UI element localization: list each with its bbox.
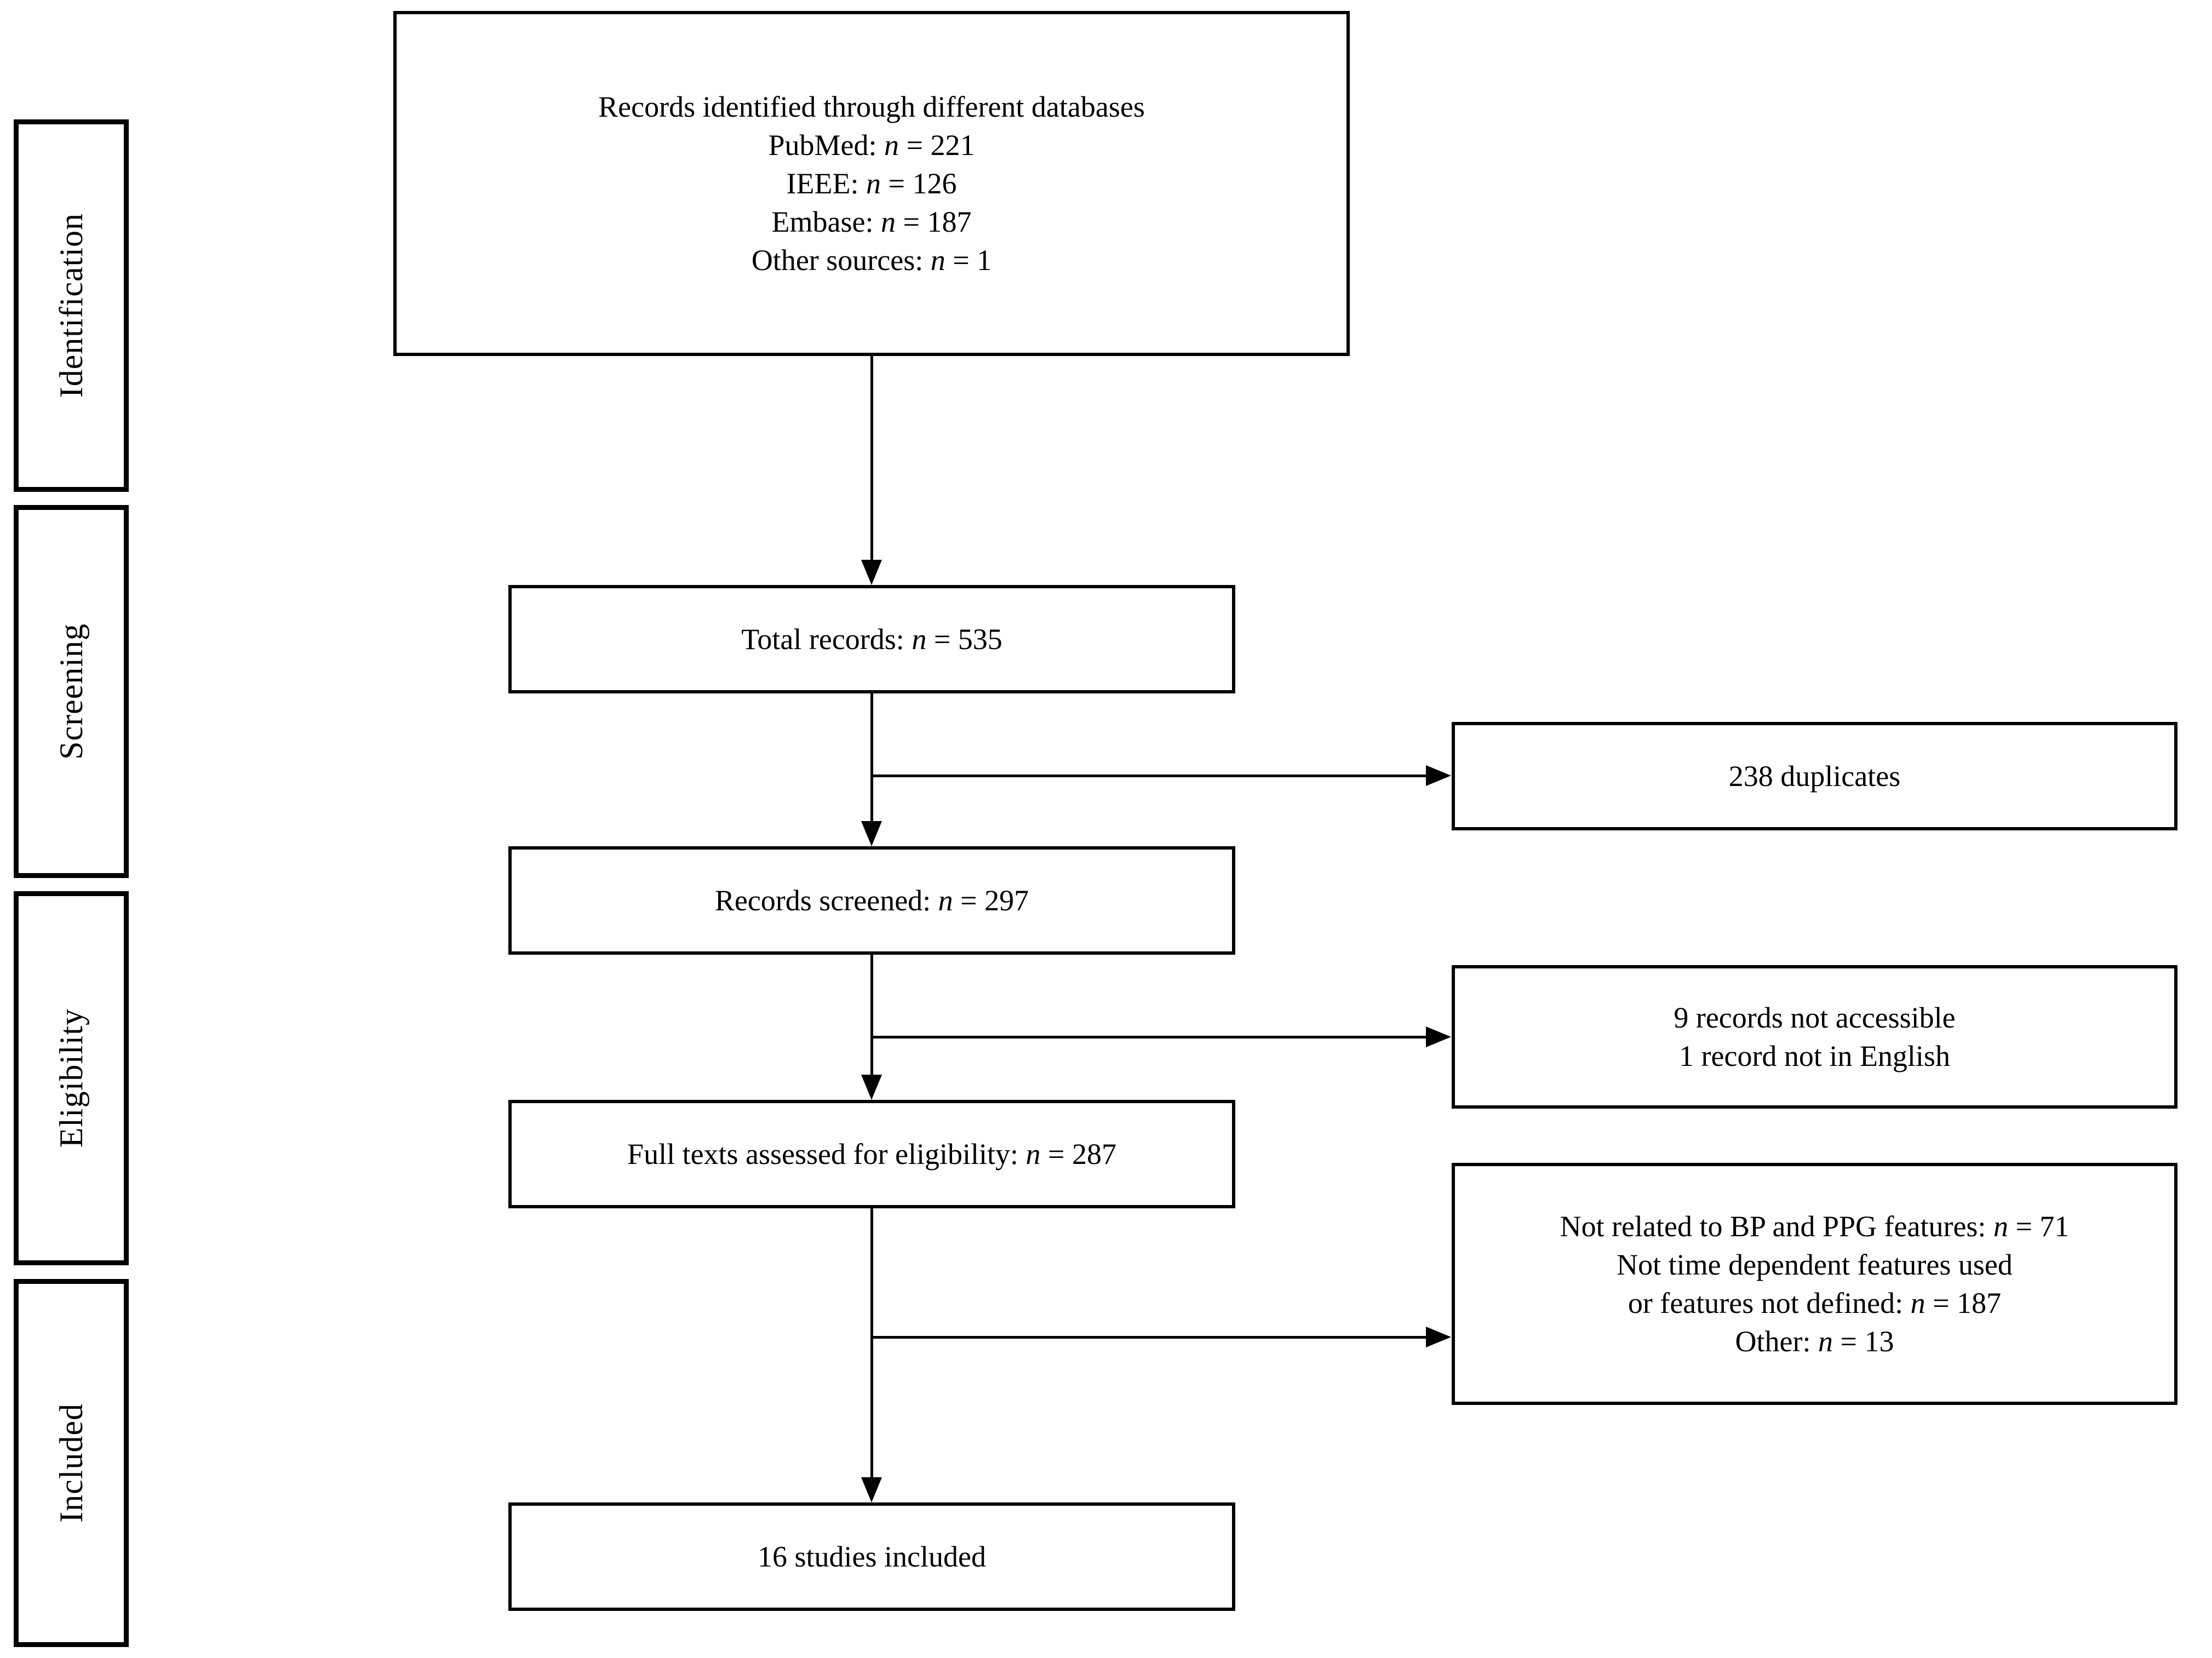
records-identified-embase: Embase: n = 187 — [771, 205, 972, 239]
connector-total-to-screened — [870, 693, 873, 821]
flow-box-full-texts-assessed: Full texts assessed for eligibility: n =… — [508, 1100, 1235, 1208]
connector-fulltexts-to-included — [870, 1208, 873, 1477]
records-identified-other: Other sources: n = 1 — [751, 244, 992, 277]
connector-identified-to-total — [870, 356, 873, 560]
studies-included-text: 16 studies included — [758, 1540, 986, 1573]
records-identified-pubmed: PubMed: n = 221 — [768, 128, 975, 162]
excluded-features-not-defined-text: or features not defined: n = 187 — [1628, 1287, 2002, 1319]
records-screened-text: Records screened: n = 297 — [714, 883, 1029, 917]
records-identified-title: Records identified through different dat… — [598, 90, 1145, 123]
connector-total-to-duplicates — [870, 775, 1426, 777]
excluded-not-time-dependent-text: Not time dependent features used — [1617, 1248, 2013, 1281]
arrowhead-identified-to-total — [861, 560, 882, 585]
stage-label-screening: Screening — [53, 623, 89, 760]
full-texts-text: Full texts assessed for eligibility: n =… — [627, 1137, 1116, 1171]
connector-screened-to-fulltexts — [870, 955, 873, 1075]
stage-box-included: Included — [14, 1279, 129, 1647]
stage-label-included: Included — [53, 1403, 89, 1523]
arrowhead-fulltexts-to-included — [861, 1477, 882, 1502]
exclusion-box-excluded-reasons: Not related to BP and PPG features: n = … — [1452, 1163, 2177, 1405]
connector-fulltexts-to-excluded — [870, 1336, 1426, 1339]
stage-label-identification: Identification — [53, 213, 89, 398]
stage-box-screening: Screening — [14, 505, 129, 878]
excluded-other-text: Other: n = 13 — [1735, 1325, 1894, 1358]
not-english-text: 1 record not in English — [1679, 1040, 1950, 1072]
stage-box-identification: Identification — [14, 119, 129, 492]
arrowhead-total-to-screened — [861, 821, 882, 846]
flow-box-records-identified: Records identified through different dat… — [393, 11, 1350, 356]
flow-box-records-screened: Records screened: n = 297 — [508, 846, 1235, 955]
arrowhead-screened-to-not-retrieved — [1426, 1026, 1451, 1047]
stage-label-eligibility: Eligibility — [53, 1008, 89, 1148]
duplicates-text: 238 duplicates — [1728, 759, 1901, 793]
excluded-not-related-text: Not related to BP and PPG features: n = … — [1560, 1209, 2070, 1243]
not-accessible-text: 9 records not accessible — [1674, 1001, 1956, 1034]
total-records-text: Total records: n = 535 — [741, 622, 1002, 656]
exclusion-box-not-retrieved: 9 records not accessible 1 record not in… — [1452, 965, 2177, 1109]
arrowhead-total-to-duplicates — [1426, 765, 1451, 786]
records-identified-ieee: IEEE: n = 126 — [786, 167, 957, 200]
exclusion-box-duplicates: 238 duplicates — [1452, 722, 2177, 830]
flow-box-studies-included: 16 studies included — [508, 1502, 1235, 1611]
arrowhead-screened-to-fulltexts — [861, 1075, 882, 1100]
stage-box-eligibility: Eligibility — [14, 891, 129, 1265]
arrowhead-fulltexts-to-excluded — [1426, 1327, 1451, 1347]
connector-screened-to-not-retrieved — [870, 1036, 1426, 1039]
flow-box-total-records: Total records: n = 535 — [508, 585, 1235, 693]
